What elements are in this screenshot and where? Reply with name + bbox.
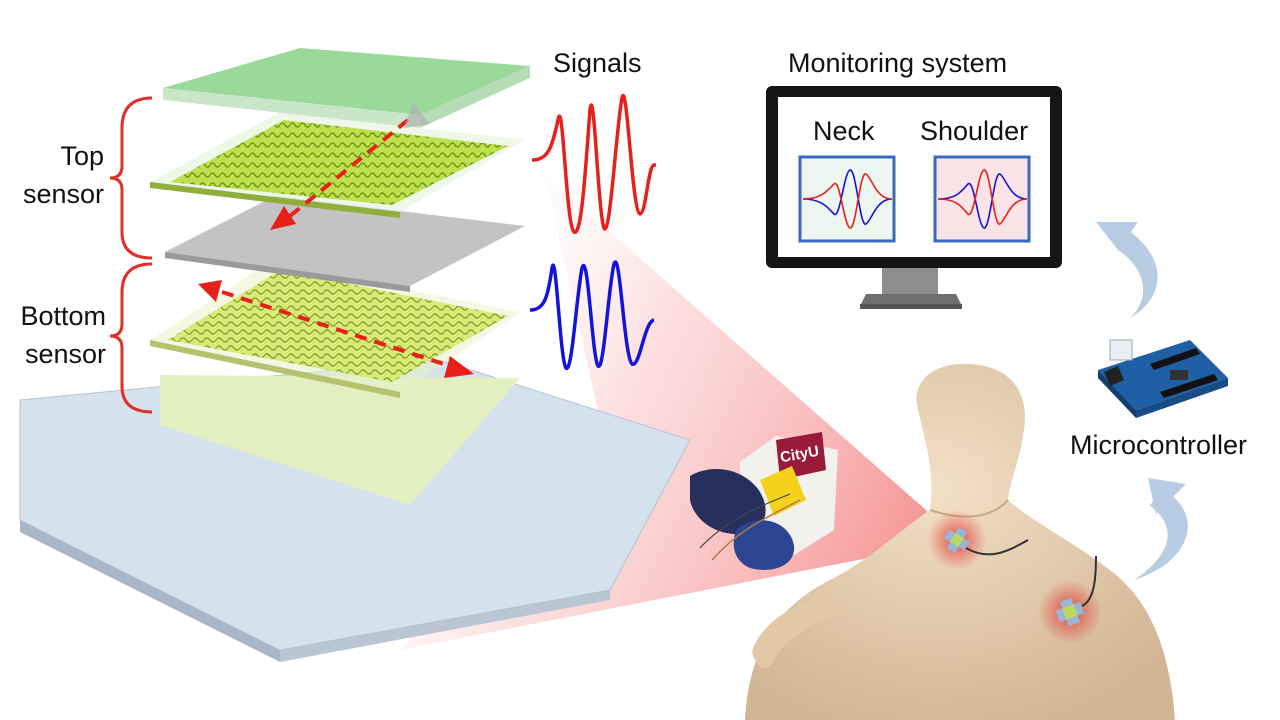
- shoulder-signal-panel: [933, 155, 1031, 243]
- neck-signal-panel: [798, 155, 896, 243]
- neck-sensor-wire: [965, 539, 1029, 556]
- curved-arrow-icon: [1134, 478, 1188, 580]
- top-direction-arrow: [270, 102, 430, 230]
- curved-arrow-icon: [1096, 222, 1158, 318]
- bottom-direction-arrow: [198, 280, 474, 378]
- neck-label: Neck: [813, 116, 875, 146]
- top-sensor-bracket: [109, 96, 153, 260]
- bottom-signal-waveform: [529, 260, 655, 370]
- shoulder-label: Shoulder: [920, 116, 1029, 146]
- bottom-sensor-bracket: [109, 262, 153, 414]
- sensor-patch-icon: [944, 527, 970, 553]
- bottom-sensor-label-line2: sensor: [24, 339, 106, 369]
- bottom-sensor-pad: [160, 375, 520, 505]
- microcontroller-board-icon: [1098, 339, 1228, 418]
- top-cover-layer: [163, 48, 530, 128]
- top-signal-waveform: [531, 93, 656, 234]
- spacer-layer: [165, 196, 525, 292]
- microcontroller-label: Microcontroller: [1070, 430, 1248, 460]
- top-electrode-layer: [150, 112, 525, 218]
- bottom-electrode-layer: [150, 262, 520, 398]
- monitoring-system-label: Monitoring system: [788, 48, 1008, 78]
- device-photo-inset: [690, 432, 838, 570]
- shoulder-sensor-wire: [1081, 555, 1097, 607]
- top-sensor-label-line1: Top: [60, 141, 104, 171]
- signals-label: Signals: [553, 48, 642, 78]
- substrate-sheet: [19, 359, 691, 662]
- bottom-sensor-label-line1: Bottom: [20, 301, 106, 331]
- top-sensor-label-line2: sensor: [22, 179, 104, 209]
- sensor-patch-icon: [1055, 597, 1085, 627]
